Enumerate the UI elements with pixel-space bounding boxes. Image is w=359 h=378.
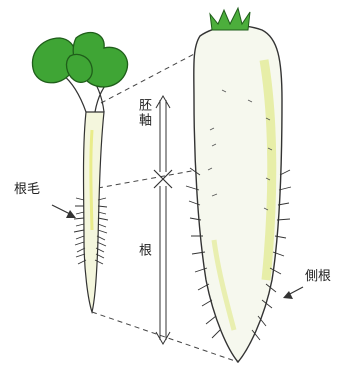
label-hypocotyl: 胚軸 bbox=[137, 98, 150, 128]
connector-middle bbox=[98, 168, 208, 188]
label-root-hair: 根毛 bbox=[14, 183, 40, 196]
seedling-stem bbox=[84, 112, 105, 312]
seedling bbox=[32, 33, 127, 312]
label-lateral-root: 側根 bbox=[305, 270, 331, 283]
radish-top bbox=[210, 8, 250, 30]
mature-radish bbox=[186, 8, 291, 362]
label-root: 根 bbox=[137, 243, 150, 258]
cotyledon-leaves bbox=[32, 33, 127, 87]
measure-arrows bbox=[154, 96, 172, 344]
